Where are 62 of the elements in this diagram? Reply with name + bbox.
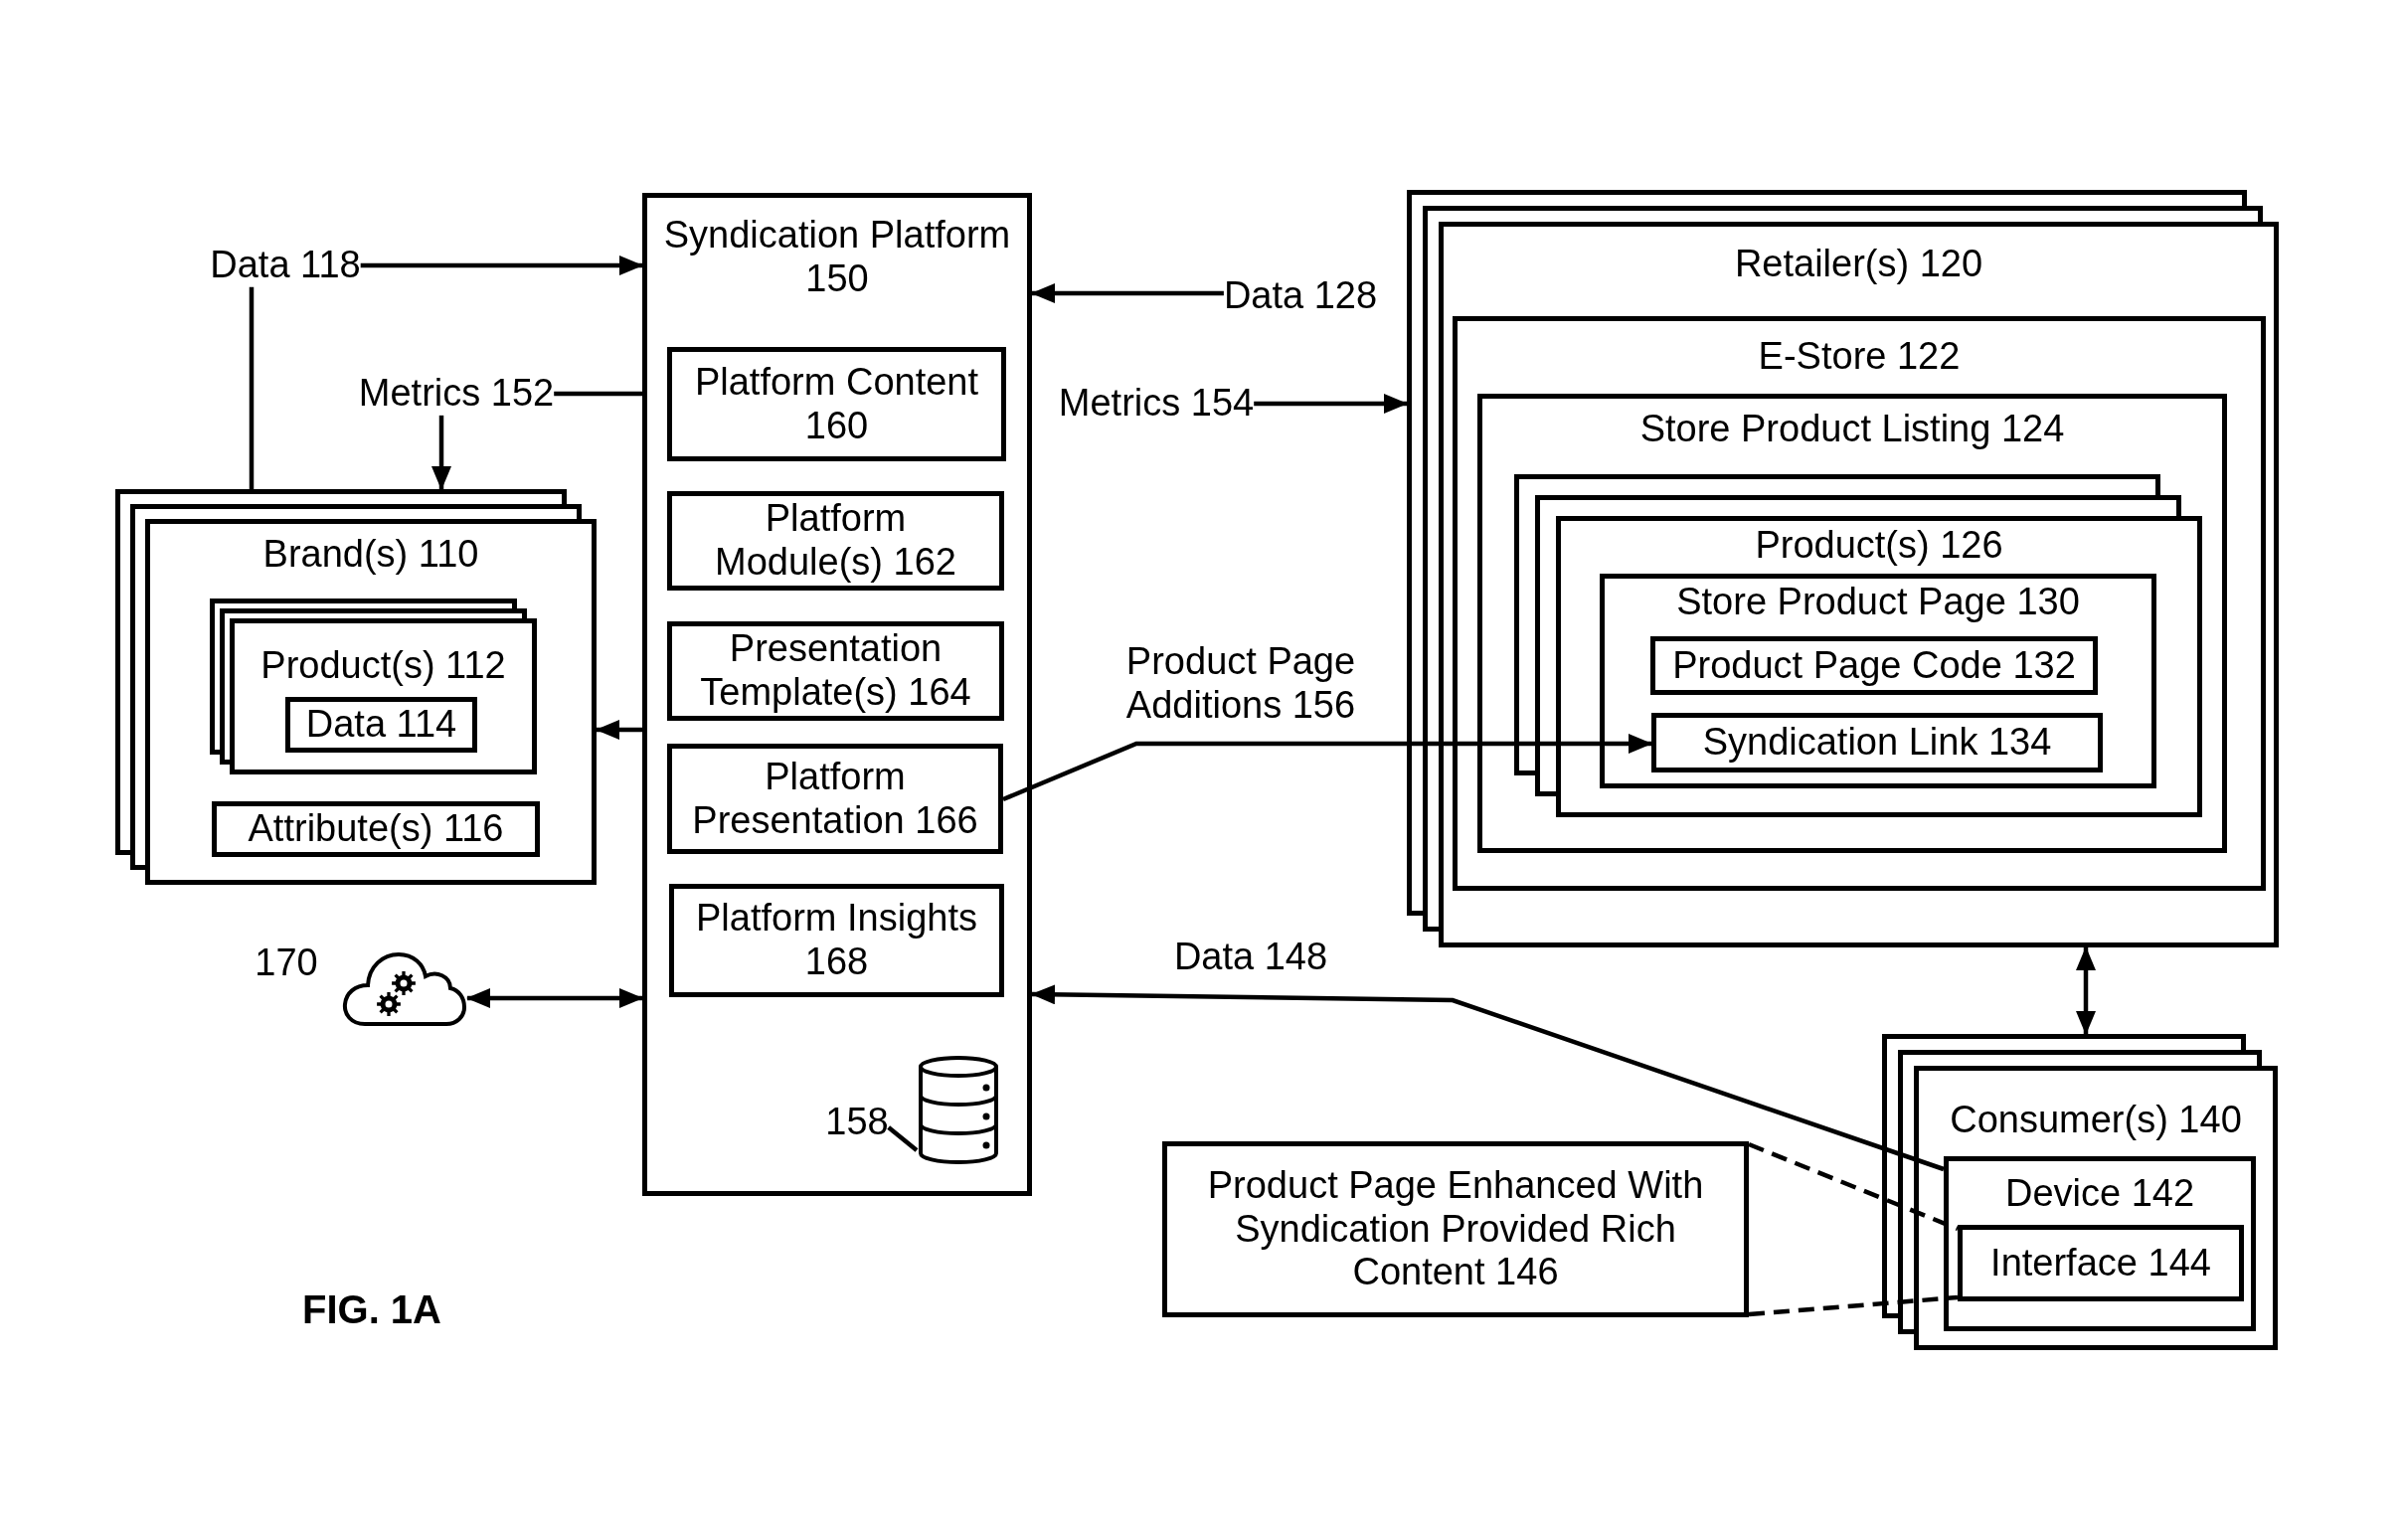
box-title: E-Store 122 xyxy=(1757,335,1962,379)
arrow xyxy=(1031,283,1224,303)
box-label: Product Page Code 132 xyxy=(1672,643,2076,688)
dashed-line xyxy=(1748,1141,1959,1232)
data-box xyxy=(285,697,477,753)
arrow xyxy=(1002,734,1652,802)
brand-stack xyxy=(115,489,597,885)
box-label: Interface 144 xyxy=(1990,1241,2211,1285)
box-label: Platform Insights 168 xyxy=(695,897,978,984)
box-title: Store Product Listing 124 xyxy=(1638,408,2066,451)
product-stack xyxy=(1514,474,2202,817)
code-box xyxy=(1650,636,2098,695)
cloud-gears-icon xyxy=(341,950,467,1027)
device-box xyxy=(1944,1156,2256,1331)
box-title: Brand(s) 110 xyxy=(261,533,480,577)
box-label: Platform Presentation 166 xyxy=(691,755,979,843)
arrow xyxy=(1031,984,1945,1172)
dashed-line xyxy=(1748,1294,1959,1317)
edge-label: Data 148 xyxy=(1173,936,1328,979)
product-stack xyxy=(210,599,537,774)
box-title: Store Product Page 130 xyxy=(1675,581,2081,624)
arrow xyxy=(596,720,642,740)
store-box xyxy=(1453,316,2266,891)
box-title: Retailer(s) 120 xyxy=(1733,243,1984,286)
interface-box xyxy=(1958,1225,2244,1301)
consumer-stack xyxy=(1882,1034,2278,1350)
box-label: Attribute(s) 116 xyxy=(248,807,504,851)
box-label: Platform Content 160 xyxy=(693,360,980,448)
component-box xyxy=(667,491,1004,591)
arrow xyxy=(360,256,643,275)
box-title: Syndication Platform 150 xyxy=(662,214,1012,301)
retailer-stack xyxy=(1407,190,2279,947)
box-label: Data 114 xyxy=(305,703,457,747)
arrow xyxy=(431,415,451,490)
content-box xyxy=(1162,1141,1749,1317)
component-box xyxy=(667,744,1003,854)
link-box xyxy=(1651,713,2103,772)
double-arrow xyxy=(466,988,643,1008)
callout-number: 170 xyxy=(255,941,318,985)
attribute-box xyxy=(212,801,540,857)
connector-line xyxy=(249,286,255,489)
component-box xyxy=(667,621,1004,721)
box-label: Platform Module(s) 162 xyxy=(714,497,957,585)
leader-line xyxy=(887,1125,919,1152)
double-arrow xyxy=(2076,946,2096,1035)
box-label: Product Page Enhanced With Syndication Provided Rich Content 146 xyxy=(1206,1163,1705,1295)
database-icon xyxy=(917,1055,1000,1165)
figure-caption: FIG. 1A xyxy=(302,1286,441,1332)
arrow xyxy=(1254,394,1408,414)
box-title: Product(s) 126 xyxy=(1754,524,2004,568)
product-page-box xyxy=(1600,574,2156,788)
box-title: Product(s) 112 xyxy=(259,644,507,688)
box-label: Presentation Template(s) 164 xyxy=(699,627,972,715)
component-box xyxy=(669,884,1004,997)
box-label: Syndication Link 134 xyxy=(1702,721,2052,765)
edge-label: Product Page Additions 156 xyxy=(1124,640,1357,728)
connector-line xyxy=(554,391,642,397)
box-title: Device 142 xyxy=(2003,1172,2196,1216)
component-box xyxy=(667,347,1006,461)
platform-panel xyxy=(642,193,1032,1196)
box-title: Consumer(s) 140 xyxy=(1949,1099,2243,1142)
listing-box xyxy=(1477,394,2227,853)
